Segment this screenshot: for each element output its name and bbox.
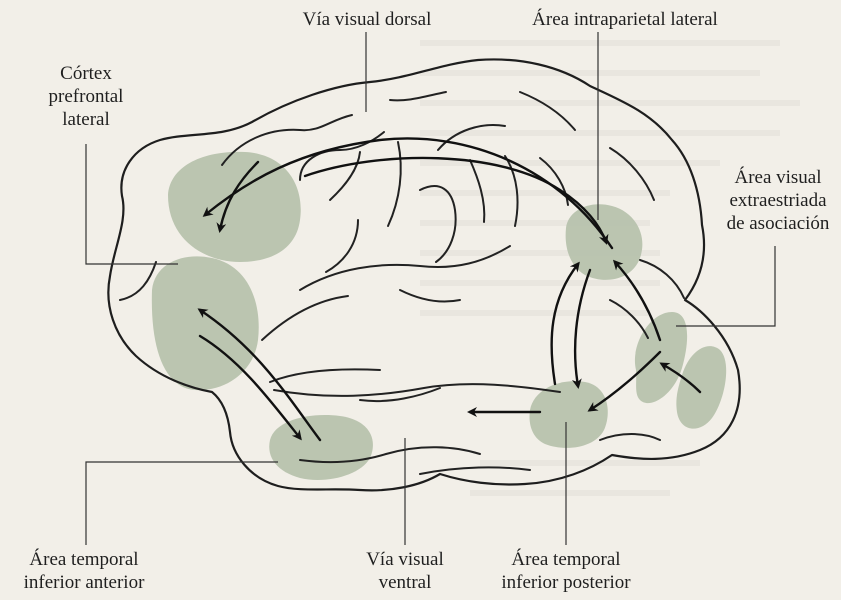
label-lateral-prefrontal-cortex: Córtex prefrontal lateral <box>36 62 136 131</box>
region-posterior-inferotemporal <box>530 381 608 448</box>
label-extrastriate-association-area: Área visual extraestriada de asociación <box>718 166 838 235</box>
leader-anterior-it <box>86 462 278 545</box>
label-lateral-intraparietal-area: Área intraparietal lateral <box>500 8 750 31</box>
label-dorsal-pathway: Vía visual dorsal <box>287 8 447 31</box>
arrow-intraparietal-to-posterior <box>575 270 590 386</box>
label-posterior-inferotemporal-area: Área temporal inferior posterior <box>486 548 646 594</box>
leader-extrastriate <box>676 246 775 326</box>
region-anterior-inferotemporal <box>269 415 373 480</box>
label-anterior-inferotemporal-area: Área temporal inferior anterior <box>4 548 164 594</box>
label-ventral-pathway: Vía visual ventral <box>345 548 465 594</box>
region-lateral-intraparietal <box>566 204 643 280</box>
leader-prefrontal <box>86 144 178 264</box>
